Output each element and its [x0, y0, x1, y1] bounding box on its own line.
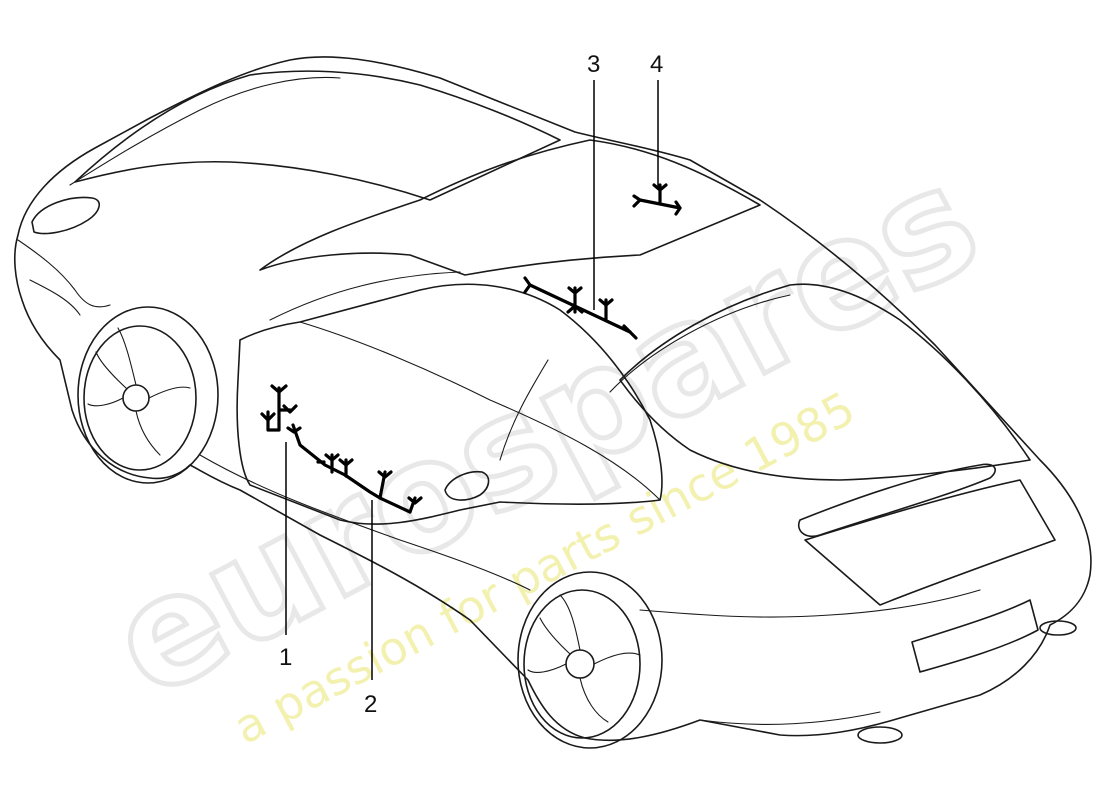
rear-wheel	[517, 571, 663, 749]
callout-3: 3	[587, 51, 600, 310]
harness-2	[286, 423, 423, 514]
watermark: eurospares a passion for parts since 198…	[83, 130, 1007, 754]
car-outline	[14, 56, 1092, 744]
watermark-brand: eurospares	[85, 133, 1004, 732]
callout-number-3: 3	[587, 51, 600, 78]
harness-3	[523, 276, 638, 340]
callout-2: 2	[364, 500, 377, 718]
harness-1	[260, 384, 298, 432]
front-wheel	[77, 306, 219, 484]
callout-4: 4	[650, 51, 663, 188]
harness-4	[632, 183, 682, 216]
callout-number-2: 2	[364, 691, 377, 718]
callout-1: 1	[279, 442, 292, 671]
callout-number-4: 4	[650, 51, 663, 78]
callout-number-1: 1	[279, 644, 292, 671]
